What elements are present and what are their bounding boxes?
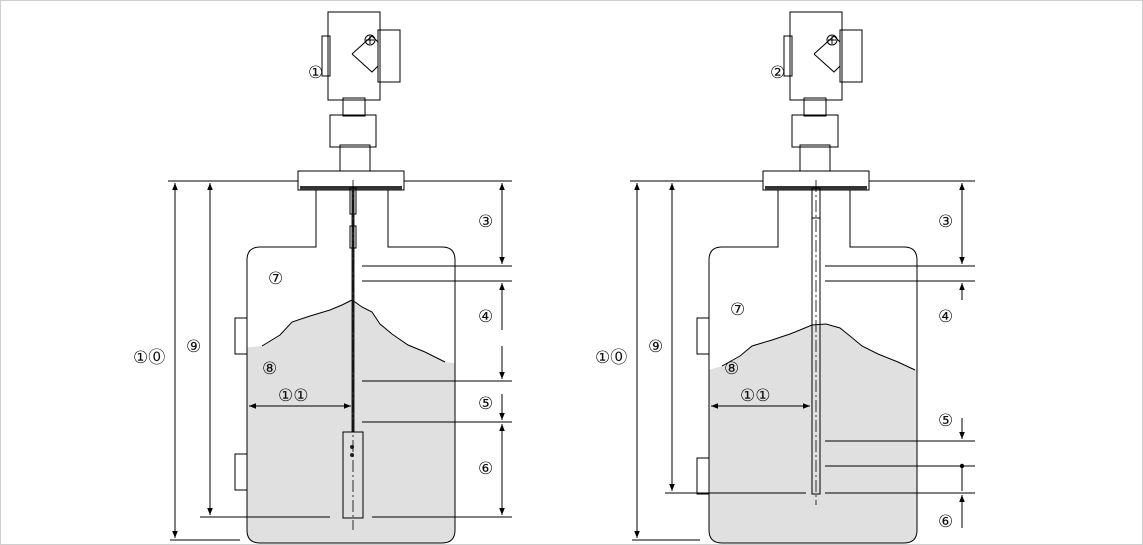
label-5-right: ⑤ bbox=[938, 411, 953, 431]
label-10-left: ①⓪ bbox=[133, 348, 165, 368]
label-4-right: ④ bbox=[938, 307, 953, 327]
label-device-left: ① bbox=[308, 63, 323, 83]
label-4-left: ④ bbox=[478, 307, 493, 327]
label-10-right: ①⓪ bbox=[595, 348, 627, 368]
housing-right bbox=[783, 11, 863, 172]
left-assembly: ① ③ ④ ⑤ ⑥ ⑦ ⑧ ⑨ ①⓪ ①① bbox=[133, 11, 512, 544]
side-nozzle-upper-right bbox=[696, 317, 710, 355]
label-device-right: ② bbox=[770, 63, 785, 83]
label-9-left: ⑨ bbox=[186, 337, 201, 357]
label-9-right: ⑨ bbox=[648, 337, 663, 357]
label-6-right: ⑥ bbox=[938, 512, 953, 532]
housing-left bbox=[321, 11, 401, 172]
tank-outline-left bbox=[246, 189, 456, 544]
label-7-left: ⑦ bbox=[268, 269, 283, 289]
product-surface-right bbox=[721, 323, 916, 371]
label-7-right: ⑦ bbox=[730, 300, 745, 320]
side-nozzle-lower-left bbox=[234, 453, 248, 491]
label-3-left: ③ bbox=[478, 212, 493, 232]
label-5-left: ⑤ bbox=[478, 394, 493, 414]
side-nozzle-upper-left bbox=[234, 317, 248, 355]
label-8-left: ⑧ bbox=[262, 359, 277, 379]
product-fill-left bbox=[247, 300, 455, 543]
right-assembly: ② ③ ④ ⑤ ⑥ ⑦ ⑧ ⑨ ①⓪ ①① bbox=[595, 11, 975, 544]
label-6-left: ⑥ bbox=[478, 459, 493, 479]
label-11-left: ①① bbox=[278, 386, 308, 406]
label-3-right: ③ bbox=[938, 212, 953, 232]
label-11-right: ①① bbox=[740, 386, 770, 406]
tank-outline-right bbox=[708, 189, 918, 544]
product-surface-left bbox=[261, 299, 446, 363]
side-nozzle-lower-right bbox=[696, 457, 710, 495]
label-8-right: ⑧ bbox=[724, 359, 739, 379]
